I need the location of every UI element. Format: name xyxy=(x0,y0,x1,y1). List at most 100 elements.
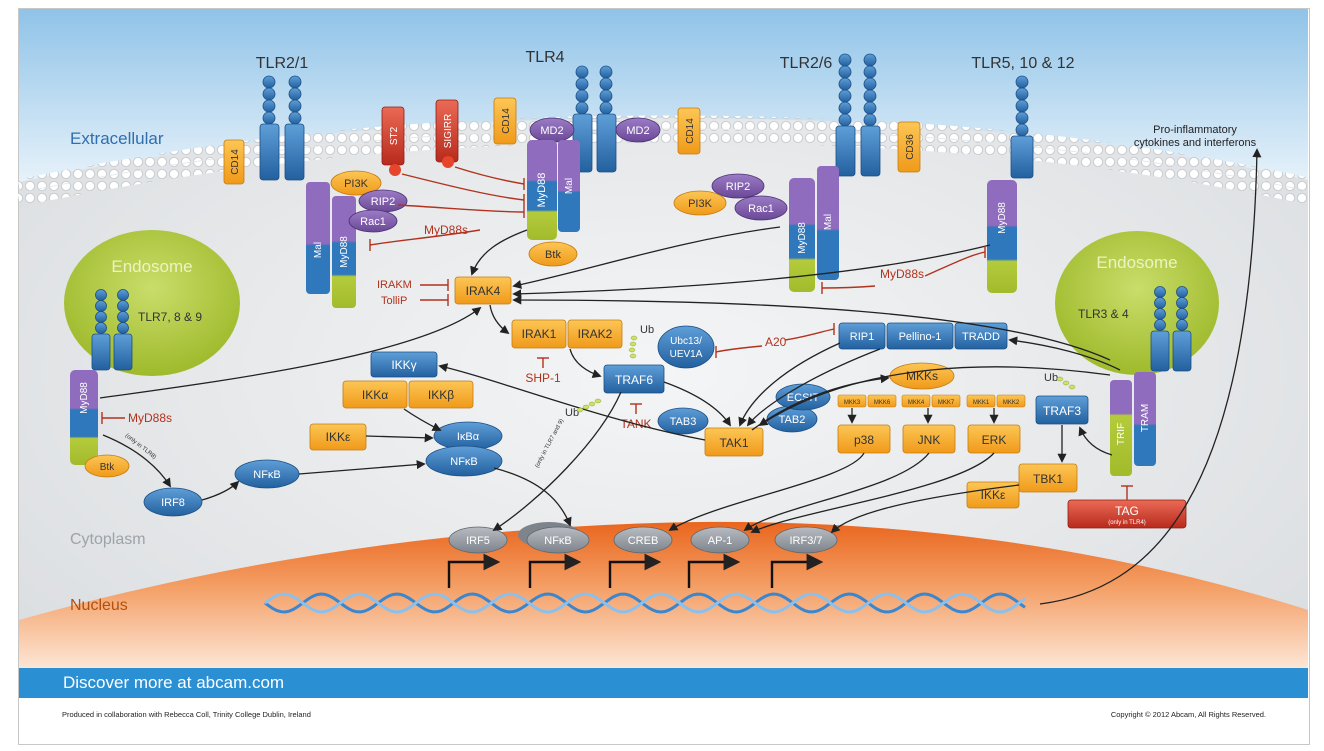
nfkb-nuclear-label: NFκB xyxy=(544,535,572,547)
label-extracellular: Extracellular xyxy=(70,129,164,148)
mkk-boxes xyxy=(837,394,1026,408)
tlr21-label: TLR2/1 xyxy=(256,55,309,72)
tag-label: TAG xyxy=(1115,504,1139,518)
tbk1 xyxy=(1018,463,1078,493)
banner-site[interactable]: abcam.com xyxy=(196,673,285,692)
myd88-tlr4 xyxy=(527,140,557,240)
ub-traf3-label: Ub xyxy=(1044,372,1058,384)
receptor-tlr21 xyxy=(259,75,305,181)
pi3k-right-label: PI3K xyxy=(688,198,713,210)
btk-tlr789-label: Btk xyxy=(100,462,115,473)
ubiquitin-chains xyxy=(576,335,1076,413)
trif xyxy=(1110,380,1132,476)
tram-label: TRAM xyxy=(1140,404,1151,432)
pellino1-label: Pellino-1 xyxy=(899,331,942,343)
mkk4-label: MKK4 xyxy=(908,400,925,406)
irak1 xyxy=(511,319,567,349)
tak1 xyxy=(704,427,764,457)
cd14-mid-label: CD14 xyxy=(501,108,512,134)
pi3k-left-label: PI3K xyxy=(344,178,369,190)
creb xyxy=(613,526,673,554)
copyright-text: Copyright © 2012 Abcam, All Rights Reser… xyxy=(1110,710,1266,719)
uev1a-label: UEV1A xyxy=(670,349,703,360)
ikkg-label: IKKγ xyxy=(391,358,416,372)
mal-tlr21 xyxy=(306,182,330,294)
erk-label: ERK xyxy=(982,433,1007,447)
promoter-arrows xyxy=(447,553,824,588)
cd14-left xyxy=(223,139,245,185)
ub-irak-label: Ub xyxy=(640,324,654,336)
rip2-right-label: RIP2 xyxy=(726,181,750,193)
tab3-label: TAB3 xyxy=(670,416,697,428)
cd36-label: CD36 xyxy=(905,134,916,160)
pellino1 xyxy=(886,322,954,350)
trif-label: TRIF xyxy=(1116,423,1127,445)
mkk1-label: MKK1 xyxy=(973,400,990,406)
rip2-right xyxy=(711,173,765,199)
receptor-tlr34 xyxy=(1150,286,1192,372)
mal-tlr21-label: Mal xyxy=(313,242,324,258)
irak1-label: IRAK1 xyxy=(522,327,557,341)
nfkb-nuclear xyxy=(526,526,590,554)
label-endosome-right: Endosome xyxy=(1096,253,1177,272)
activation-arrows xyxy=(99,148,1262,605)
traf3-label: TRAF3 xyxy=(1043,404,1081,418)
tak1-label: TAK1 xyxy=(719,436,748,450)
pi3k-left xyxy=(330,170,382,196)
tlr51012-label: TLR5, 10 & 12 xyxy=(971,55,1074,72)
irf8-label: IRF8 xyxy=(161,497,185,509)
tbk1-label: TBK1 xyxy=(1033,472,1063,486)
cd14-left-label: CD14 xyxy=(230,149,241,175)
tab3 xyxy=(657,407,709,435)
label-nucleus: Nucleus xyxy=(70,597,128,614)
sigirr-tail xyxy=(442,156,454,168)
btk-tlr789 xyxy=(84,454,130,478)
mal-tlr4 xyxy=(558,140,580,232)
cd14-right-label: CD14 xyxy=(685,118,696,144)
rac1-right-label: Rac1 xyxy=(748,203,774,215)
rip1 xyxy=(838,322,886,350)
st2-tail xyxy=(389,164,401,176)
abcam-banner[interactable]: Discover more at abcam.com xyxy=(19,668,1308,698)
pi3k-right xyxy=(673,190,727,216)
tlr789-label: TLR7, 8 & 9 xyxy=(138,310,202,324)
irak4-label: IRAK4 xyxy=(466,284,501,298)
irf5 xyxy=(448,526,508,554)
note-only-tlr4: (only in TLR4) xyxy=(1108,520,1146,526)
tab2-label: TAB2 xyxy=(779,414,806,426)
myd88-tlr26-label: MyD88 xyxy=(797,222,808,254)
mal-tlr4-label: Mal xyxy=(564,178,575,194)
irf37-label: IRF3/7 xyxy=(789,535,822,547)
ikba-label: IκBα xyxy=(457,431,480,443)
md2-right-label: MD2 xyxy=(626,125,649,137)
rac1-left-label: Rac1 xyxy=(360,216,386,228)
cd14-mid xyxy=(493,97,517,145)
mal-tlr26-label: Mal xyxy=(823,214,834,230)
tollip-label: TolliP xyxy=(381,295,407,307)
myd88s-left-label: MyD88s xyxy=(128,411,172,425)
traf3 xyxy=(1035,395,1089,425)
irak4 xyxy=(454,276,512,305)
tradd xyxy=(954,322,1008,350)
rip1-label: RIP1 xyxy=(850,331,874,343)
ikke-left xyxy=(309,423,367,451)
cd36 xyxy=(897,121,921,173)
sigirr-label: SIGIRR xyxy=(443,114,454,148)
md2-left-label: MD2 xyxy=(540,125,563,137)
tlr4-label: TLR4 xyxy=(525,49,564,66)
myd88-tlr26 xyxy=(789,178,815,292)
background-regions xyxy=(17,9,1310,669)
tradd-label: TRADD xyxy=(962,331,1000,343)
creb-label: CREB xyxy=(628,535,659,547)
banner-prefix: Discover more at xyxy=(63,673,197,692)
myd88-tlr789 xyxy=(70,370,98,465)
ikke-right-label: IKKε xyxy=(981,488,1006,502)
btk-tlr4 xyxy=(528,241,578,267)
mkk6-label: MKK6 xyxy=(874,400,891,406)
irf5-label: IRF5 xyxy=(466,535,490,547)
label-cytoplasm: Cytoplasm xyxy=(70,531,146,548)
shp1-label: SHP-1 xyxy=(525,371,561,385)
ubc13-uev1a xyxy=(657,325,715,369)
nfkb-complex-label: NFκB xyxy=(450,456,478,468)
tlr34-label: TLR3 & 4 xyxy=(1078,307,1129,321)
